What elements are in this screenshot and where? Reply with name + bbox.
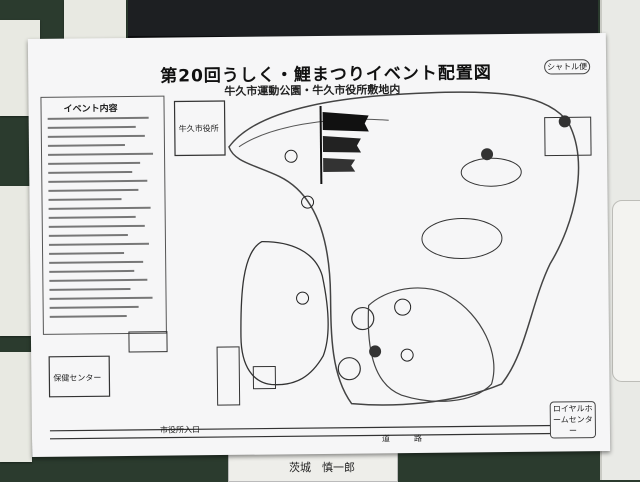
road-line-upper <box>49 424 592 432</box>
wall-note-left-middle <box>0 186 32 336</box>
park-outline <box>228 91 580 406</box>
right-paper-tab <box>612 200 640 382</box>
figure-head-8 <box>394 298 412 316</box>
vendor-area-right <box>460 157 522 187</box>
name-card: 茨城 慎一郎 <box>228 452 398 482</box>
lake-outline <box>240 240 329 386</box>
figure-head-4 <box>400 348 414 362</box>
fire-engine-area <box>128 331 168 353</box>
event-map-poster: 第20回うしく・鯉まつりイベント配置図 牛久市運動公園・牛久市役所敷地内 イベン… <box>27 32 611 458</box>
vendor-area-center <box>421 217 503 260</box>
royal-home-center-label: ロイヤルホームセンター <box>549 401 597 439</box>
koi-pole <box>319 105 323 184</box>
roundabout-lower <box>337 357 361 381</box>
shuttle-label: シャトル便 <box>544 59 591 75</box>
city-hall-label: 牛久市役所 <box>178 124 219 134</box>
wall-note-top <box>64 0 126 42</box>
name-card-text: 茨城 慎一郎 <box>289 461 355 474</box>
figure-head-6 <box>558 115 571 128</box>
figure-head-2 <box>301 195 315 209</box>
city-hall-building <box>173 100 226 157</box>
figure-head-3 <box>369 345 382 358</box>
inner-path <box>238 118 389 148</box>
wall-note-left-bottom <box>0 352 32 462</box>
health-center-building <box>48 355 111 398</box>
koi-fish-middle <box>322 135 362 153</box>
info-booth <box>252 365 277 390</box>
roundabout-upper <box>351 306 375 331</box>
parking-strip <box>216 346 241 406</box>
koi-fish-top <box>322 111 369 132</box>
map-drawing <box>48 91 592 440</box>
road-line-lower <box>50 432 592 440</box>
road-label: 道 路 <box>381 433 423 444</box>
event-zone-outline <box>367 287 495 402</box>
health-center-label: 保健センター <box>53 373 102 383</box>
figure-head-7 <box>296 291 310 305</box>
city-hall-entrance-label: 市役所入口 <box>159 425 200 435</box>
koi-fish-bottom <box>323 157 356 172</box>
figure-head-5 <box>481 148 494 161</box>
figure-head-1 <box>284 149 298 163</box>
